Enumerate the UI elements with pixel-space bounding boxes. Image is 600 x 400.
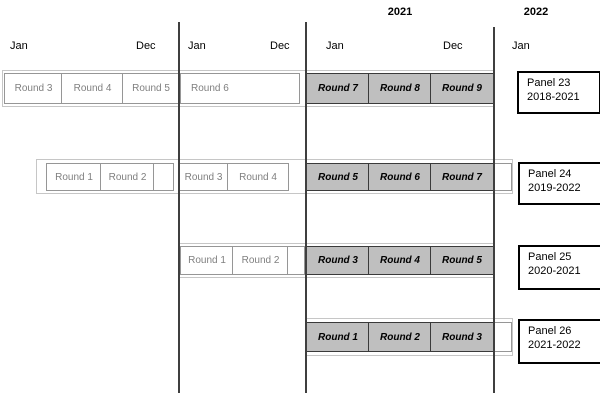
panel-label-box: Panel 26 2021-2022 <box>518 319 600 364</box>
panel-year-range: 2021-2022 <box>528 339 581 351</box>
panel-name: Panel 26 <box>528 325 572 337</box>
round-box: Round 1 <box>46 163 102 191</box>
panel-name: Panel 25 <box>528 251 572 263</box>
year-label: 2021 <box>387 6 413 18</box>
month-label: Dec <box>136 40 156 52</box>
panel-year-range: 2018-2021 <box>527 91 580 103</box>
round-box: Round 2 <box>368 322 432 352</box>
month-label: Jan <box>326 40 344 52</box>
month-label: Dec <box>443 40 463 52</box>
round-box: Round 3 <box>306 246 370 275</box>
round-box: Round 6 <box>368 163 432 191</box>
round-box: Round 7 <box>306 73 370 104</box>
month-label: Jan <box>10 40 28 52</box>
month-label: Jan <box>512 40 530 52</box>
month-label: Dec <box>270 40 290 52</box>
round-box: Round 2 <box>100 163 155 191</box>
empty-segment-box <box>493 322 512 352</box>
round-box: Round 5 <box>430 246 494 275</box>
round-box: Round 5 <box>122 73 180 104</box>
round-box: Round 5 <box>306 163 370 191</box>
round-box: Round 7 <box>430 163 494 191</box>
panel-year-range: 2019-2022 <box>528 182 581 194</box>
panel-name: Panel 23 <box>527 77 571 89</box>
round-box: Round 3 <box>430 322 494 352</box>
month-label: Jan <box>188 40 206 52</box>
round-box: Round 1 <box>306 322 370 352</box>
panel-name: Panel 24 <box>528 168 572 180</box>
round-box: Round 4 <box>61 73 124 104</box>
panel-year-range: 2020-2021 <box>528 265 581 277</box>
round-box: Round 4 <box>368 246 432 275</box>
round-box: Round 1 <box>180 246 234 275</box>
panel-label-box: Panel 25 2020-2021 <box>518 245 600 290</box>
round-box: Round 4 <box>227 163 289 191</box>
round-box: Round 9 <box>430 73 494 104</box>
section-divider-line <box>178 22 180 393</box>
round-box: Round 8 <box>368 73 432 104</box>
section-divider-line <box>493 27 495 393</box>
round-box: Round 2 <box>232 246 289 275</box>
round-box: Round 6 <box>180 73 300 104</box>
round-box: Round 3 <box>4 73 63 104</box>
round-box: Round 3 <box>178 163 229 191</box>
empty-segment-box <box>493 163 512 191</box>
panel-label-box: Panel 23 2018-2021 <box>517 71 600 114</box>
empty-segment-box <box>153 163 174 191</box>
empty-segment-box <box>287 246 305 275</box>
panel-label-box: Panel 24 2019-2022 <box>518 162 600 205</box>
year-label: 2022 <box>523 6 549 18</box>
section-divider-line <box>305 22 307 393</box>
